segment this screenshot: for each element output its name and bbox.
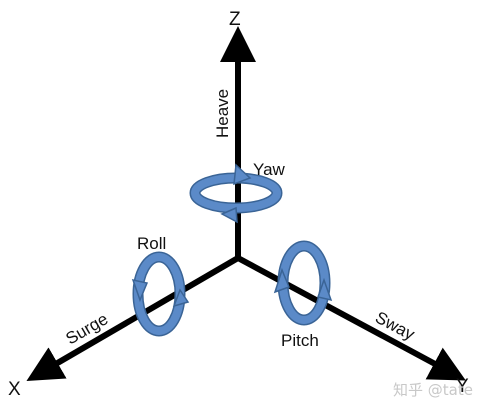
x-axis-letter: X (8, 379, 21, 400)
y-axis-letter: Y (456, 376, 469, 397)
y-axis-arrow (236, 255, 466, 381)
heave-label: Heave (213, 89, 232, 138)
yaw-label: Yaw (253, 160, 286, 179)
watermark: 知乎 @tate (393, 381, 473, 399)
roll-label: Roll (137, 234, 166, 253)
roll-rotation-icon (131, 251, 190, 337)
pitch-rotation-icon (273, 240, 333, 326)
z-axis-letter: Z (229, 9, 241, 30)
sway-label: Sway (372, 308, 418, 345)
pitch-label: Pitch (281, 331, 319, 350)
yaw-rotation-icon (189, 163, 283, 224)
